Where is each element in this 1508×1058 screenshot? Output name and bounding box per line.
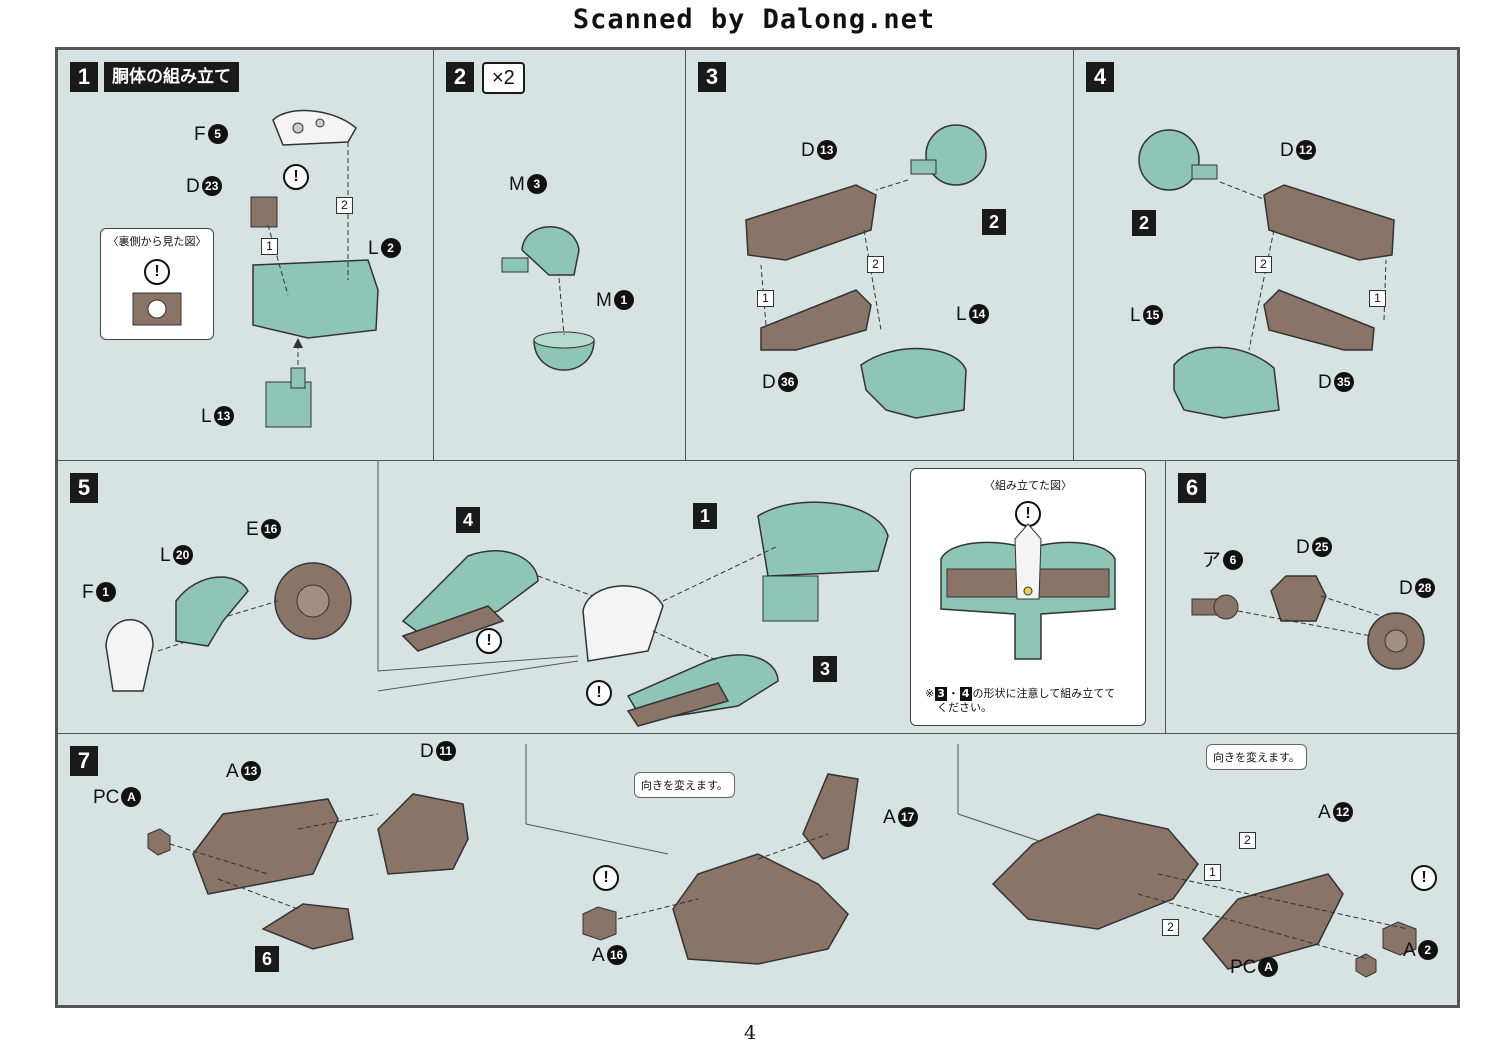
reference-step-6: 6 [255, 946, 279, 972]
step-5-illustration [105, 461, 889, 727]
rear-view-inset: 〈裏側から見た図〉 ! [100, 228, 214, 340]
caution-icon: ! [476, 628, 502, 654]
page-number: 4 [744, 1022, 757, 1044]
step-1-illustration [250, 109, 379, 428]
step-number: 5 [70, 473, 98, 503]
step-2-illustration [501, 226, 595, 371]
step-7-illustration [147, 744, 1417, 978]
step-number: 7 [70, 746, 98, 776]
inset-title: 〈裏側から見た図〉 [107, 235, 207, 248]
order-marker-1: 1 [261, 238, 278, 255]
step-4-illustration [1138, 129, 1395, 419]
order-marker-2: 2 [1239, 832, 1256, 849]
step-number: 4 [1086, 62, 1114, 92]
caution-icon: ! [283, 164, 309, 190]
order-marker-2: 2 [336, 197, 353, 214]
caution-icon: ! [144, 259, 170, 285]
step-title: 胴体の組み立て [104, 62, 239, 92]
quantity-multiplier: ×2 [482, 62, 525, 94]
step-6-illustration [1191, 575, 1425, 670]
rear-view-part-icon [132, 292, 182, 326]
reference-step-4: 4 [456, 507, 480, 533]
step-number: 2 [446, 62, 474, 92]
order-marker-1: 1 [1204, 864, 1221, 881]
assembled-model-icon [940, 523, 1116, 660]
caution-icon: ! [593, 865, 619, 891]
reference-step-1: 1 [693, 503, 717, 529]
reference-step-3: 3 [813, 656, 837, 682]
inset-title: 〈組み立てた図〉 [984, 479, 1072, 492]
step-number: 1 [70, 62, 98, 92]
step-number: 6 [1178, 473, 1206, 503]
order-marker-2: 2 [1255, 256, 1272, 273]
step-number: 3 [698, 62, 726, 92]
order-marker-1: 1 [757, 290, 774, 307]
order-marker-2: 2 [867, 256, 884, 273]
callout-rotate-2: 向きを変えます。 [1206, 744, 1307, 770]
scan-header: Scanned by Dalong.net [572, 4, 936, 35]
caution-icon: ! [1015, 501, 1041, 527]
order-marker-1: 1 [1369, 290, 1386, 307]
order-marker-2b: 2 [1162, 919, 1179, 936]
callout-rotate: 向きを変えます。 [634, 772, 735, 798]
step-3-illustration [745, 124, 987, 419]
caution-icon: ! [1411, 865, 1437, 891]
caution-icon: ! [586, 680, 612, 706]
reference-step-2: 2 [1132, 210, 1156, 236]
reference-step-2: 2 [982, 209, 1006, 235]
